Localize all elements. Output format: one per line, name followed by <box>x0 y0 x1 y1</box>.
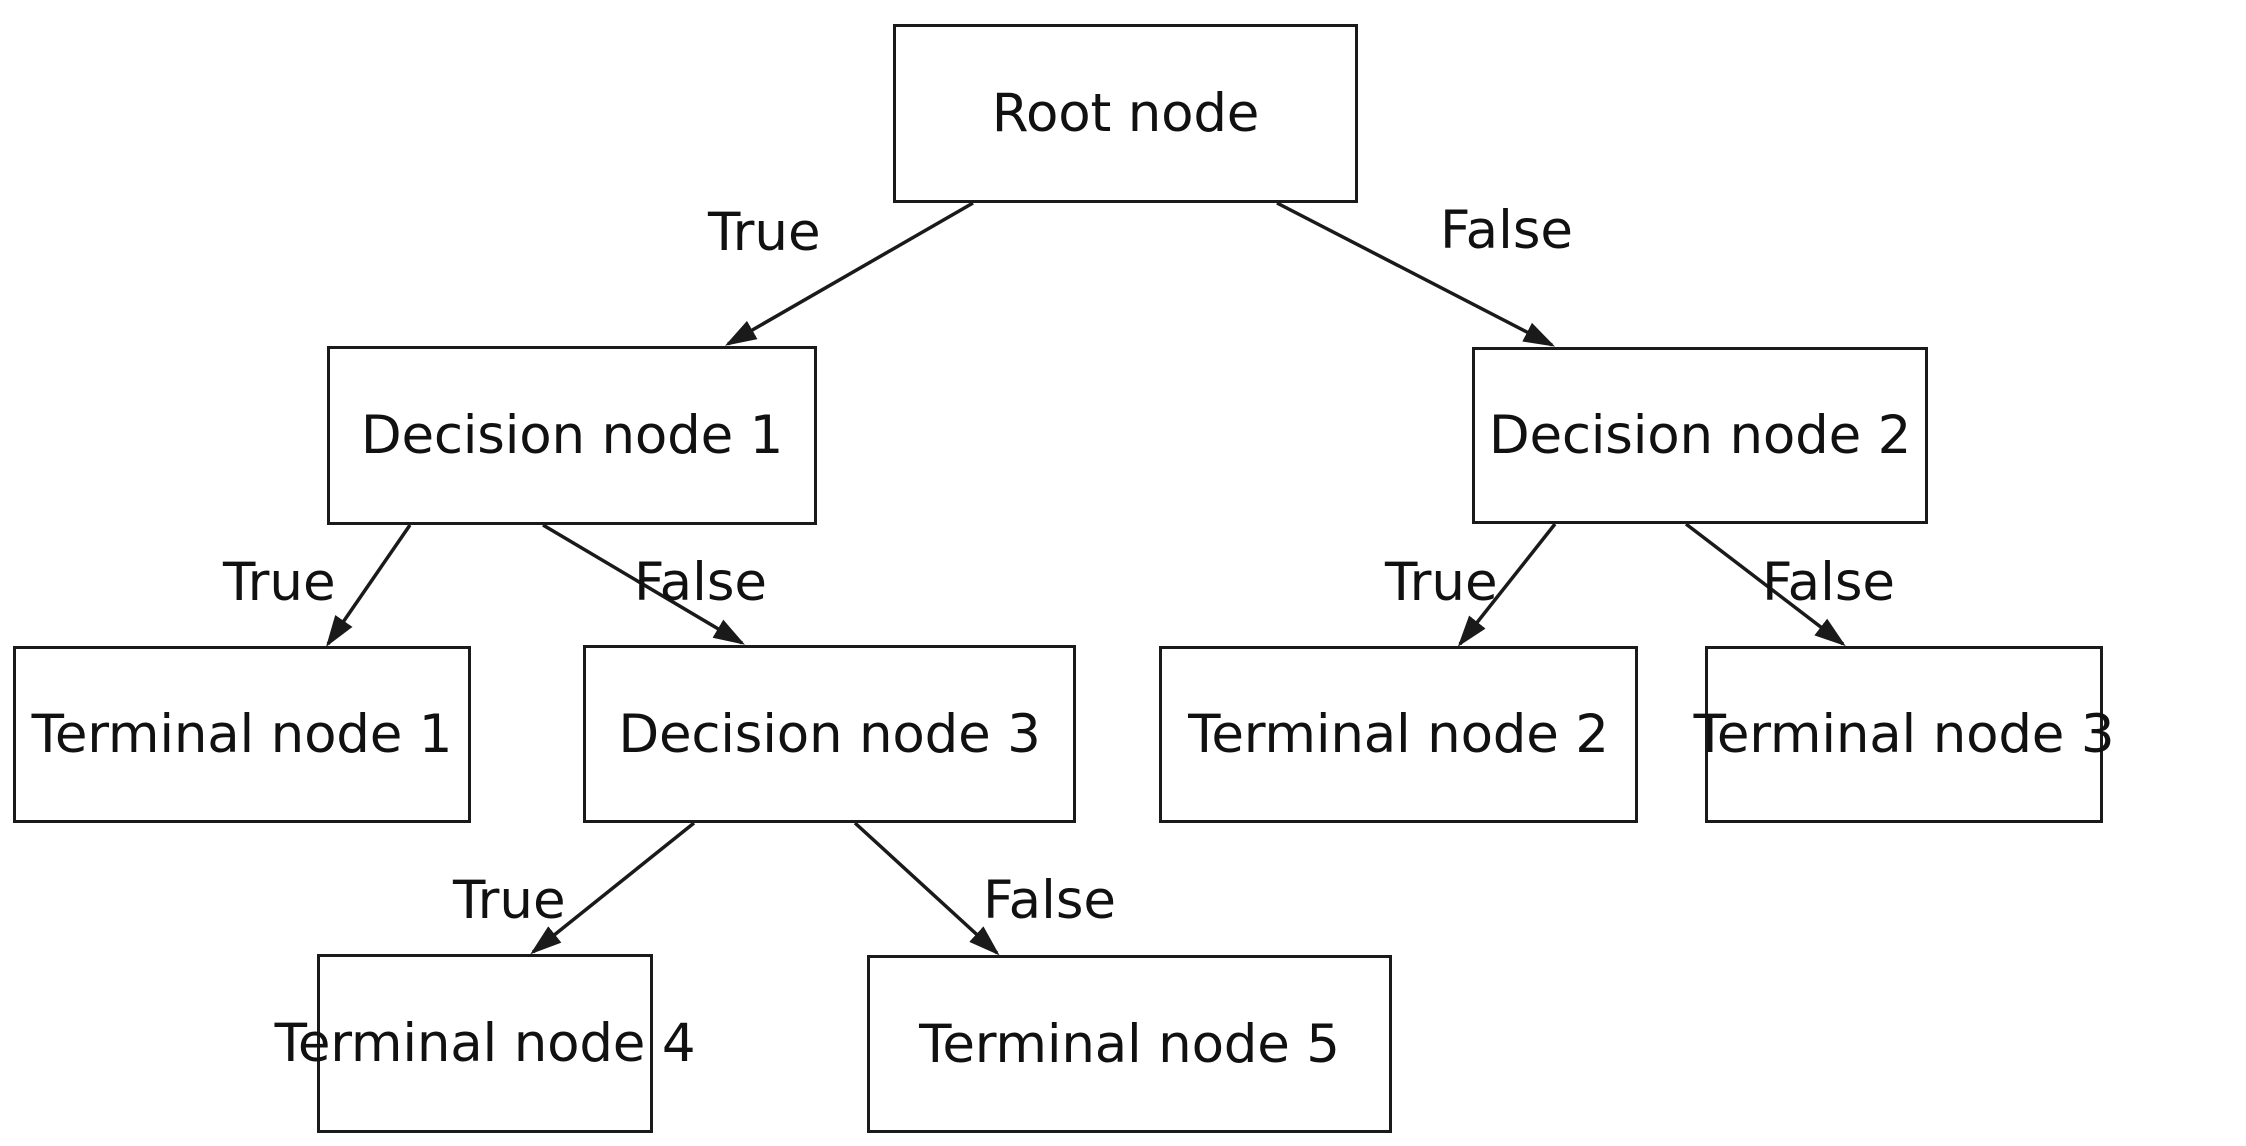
node-terminal2[interactable]: Terminal node 2 <box>1159 646 1638 823</box>
edge-label-false-decision3-terminal5: False <box>983 870 1117 931</box>
edge-decision1-to-decision3 <box>542 523 746 645</box>
edge-label-false-decision2-terminal3: False <box>1762 552 1896 613</box>
edge-label-false-decision1-decision3: False <box>634 552 768 613</box>
node-label: Terminal node 4 <box>274 1013 696 1074</box>
edge-root-to-decision1 <box>724 201 974 346</box>
node-terminal1[interactable]: Terminal node 1 <box>13 646 471 823</box>
node-terminal5[interactable]: Terminal node 5 <box>867 955 1392 1133</box>
edge-label-true-decision2-terminal2: True <box>1385 552 1498 613</box>
edge-decision3-to-terminal5 <box>853 821 1000 956</box>
node-decision1[interactable]: Decision node 1 <box>327 346 817 525</box>
node-label: Decision node 3 <box>618 703 1041 765</box>
node-root[interactable]: Root node <box>893 24 1358 203</box>
node-label: Decision node 2 <box>1488 405 1912 466</box>
node-label: Terminal node 2 <box>1188 704 1609 765</box>
edge-label-true-root-decision1: True <box>708 202 821 263</box>
node-decision2[interactable]: Decision node 2 <box>1472 347 1928 524</box>
edge-decision2-to-terminal3 <box>1684 522 1846 647</box>
edge-label-true-decision3-terminal4: True <box>453 870 566 931</box>
node-label: Decision node 1 <box>360 405 784 466</box>
edge-decision1-to-terminal1 <box>326 524 412 647</box>
node-label: Root node <box>991 83 1260 144</box>
node-decision3[interactable]: Decision node 3 <box>583 645 1076 823</box>
edge-label-true-decision1-terminal1: True <box>223 552 336 613</box>
edge-label-false-root-decision2: False <box>1440 200 1574 261</box>
node-label: Terminal node 5 <box>919 1013 1340 1075</box>
edge-decision2-to-terminal2 <box>1457 522 1557 647</box>
edge-decision3-to-terminal4 <box>530 821 696 955</box>
node-terminal3[interactable]: Terminal node 3 <box>1694 646 2115 823</box>
node-label: Terminal node 1 <box>31 704 453 765</box>
node-terminal4[interactable]: Terminal node 4 <box>275 954 696 1133</box>
node-label: Terminal node 3 <box>1693 704 2115 765</box>
edge-root-to-decision2 <box>1276 201 1556 347</box>
